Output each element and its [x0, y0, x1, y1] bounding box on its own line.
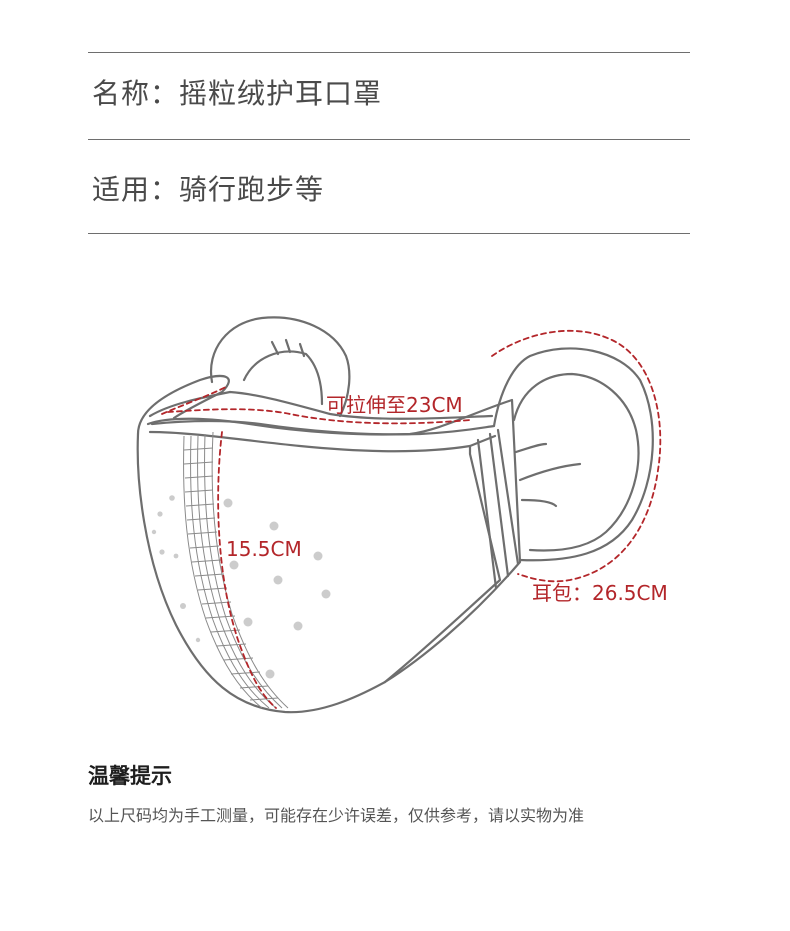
left-ear-cover-seam: [242, 350, 324, 406]
right-ear-fold-line: [514, 442, 582, 508]
ear-cover-guide-line: [491, 329, 662, 583]
usage-value: 骑行跑步等: [179, 173, 325, 206]
nose-strap-upper: [148, 390, 494, 420]
stretch-length-label: 可拉伸至23CM: [326, 393, 463, 417]
chin-band-grid: [183, 431, 289, 709]
bottom-divider: [88, 233, 690, 234]
product-name-label: 名称：: [92, 77, 180, 110]
left-ear-fold-line: [270, 338, 306, 358]
usage-row: 适用：骑行跑步等: [92, 176, 324, 204]
product-name-value: 摇粒绒护耳口罩: [179, 77, 383, 110]
right-strap-line-1: [476, 438, 498, 590]
left-ear-cover-outline: [209, 316, 351, 418]
mask-inner-seam: [383, 444, 502, 684]
middle-divider: [88, 139, 690, 140]
mask-body-outline: [136, 398, 522, 714]
nose-strap-lower: [150, 419, 496, 436]
right-ear-cover-outline: [492, 347, 654, 562]
tips-title: 温馨提示: [88, 764, 172, 788]
product-name-row: 名称：摇粒绒护耳口罩: [92, 80, 382, 108]
mask-dimension-diagram: 可拉伸至23CM 15.5CM 耳包：26.5CM: [136, 316, 668, 714]
height-guide-line: [217, 431, 277, 709]
right-ear-cover-seam: [512, 372, 640, 552]
right-strap-line-3: [496, 428, 520, 566]
ear-cover-size-label: 耳包：26.5CM: [532, 581, 668, 605]
fleece-dots: [151, 495, 331, 679]
mask-height-label: 15.5CM: [226, 537, 302, 561]
stretch-guide-line: [161, 385, 471, 425]
tips-body: 以上尺码均为手工测量，可能存在少许误差，仅供参考，请以实物为准: [88, 806, 585, 825]
top-divider: [88, 52, 690, 53]
left-strap-outline: [136, 374, 230, 436]
usage-label: 适用：: [92, 173, 180, 206]
mask-inner-rim: [148, 430, 497, 453]
right-strap-line-2: [488, 432, 510, 578]
